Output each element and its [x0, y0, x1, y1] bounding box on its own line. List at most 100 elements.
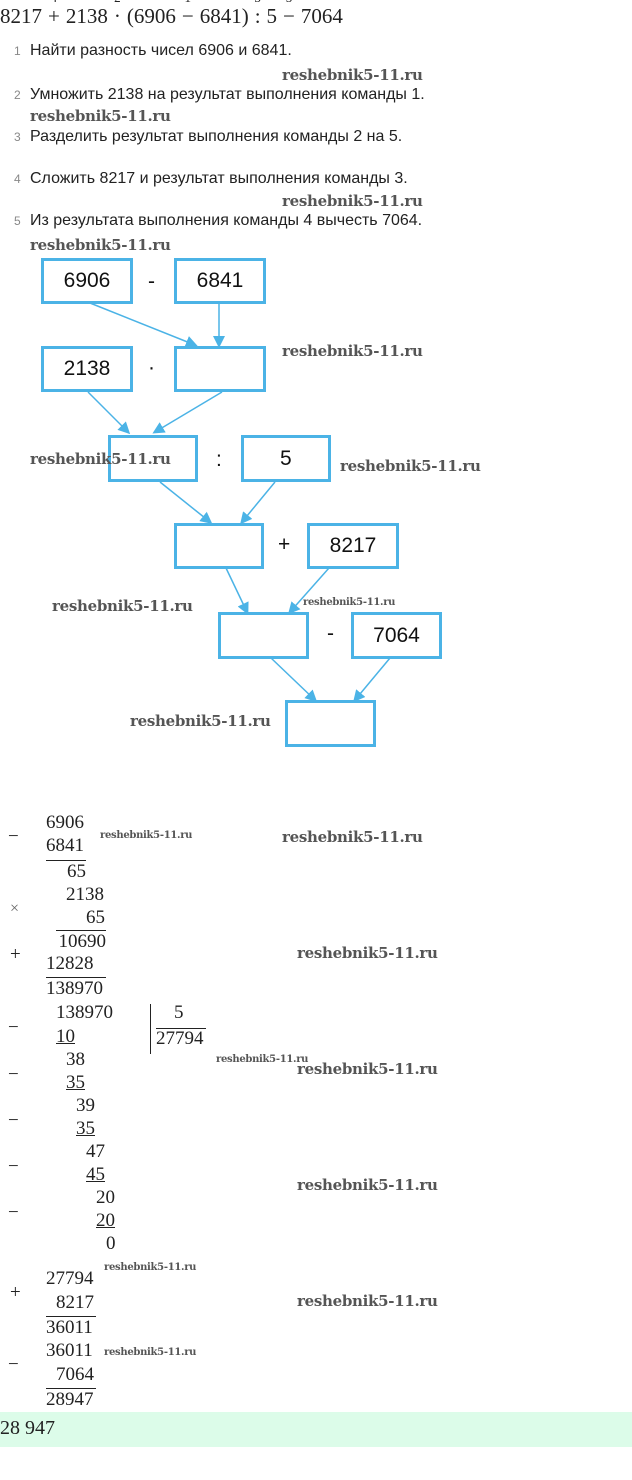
watermark: reshebnik5-11.ru: [30, 107, 171, 125]
answer-value: 28 947: [0, 1417, 55, 1439]
watermark: reshebnik5-11.ru: [30, 236, 171, 254]
diagram-box: 6841: [174, 258, 266, 304]
arrow: [159, 481, 213, 524]
diagram-box: [174, 523, 264, 569]
term: 6841): [199, 4, 249, 28]
watermark: reshebnik5-11.ru: [282, 66, 423, 84]
watermark: reshebnik5-11.ru: [282, 192, 423, 210]
division-bar: [150, 1004, 151, 1054]
operator: 4+: [48, 0, 60, 28]
multiply-sign: ×: [10, 900, 20, 917]
minus-sign: -: [327, 622, 334, 645]
calc-value: 36011: [46, 1340, 93, 1361]
minus-sign: −: [8, 1354, 19, 1375]
diagram-box: [218, 612, 309, 659]
plus-sign: +: [278, 533, 291, 556]
watermark: reshebnik5-11.ru: [303, 597, 396, 608]
calc-value: 138970: [56, 1002, 113, 1023]
calc-value: 10: [56, 1026, 75, 1047]
operator: 5−: [283, 0, 295, 28]
calc-result: 36011: [46, 1316, 96, 1339]
minus-sign: −: [8, 1017, 19, 1038]
watermark: reshebnik5-11.ru: [297, 944, 438, 962]
diagram-box: [285, 700, 376, 747]
quotient-line: [156, 1028, 206, 1029]
operator: 1−: [181, 0, 194, 28]
calc-remainder: 0: [106, 1233, 116, 1254]
diagram-box: 6906: [41, 258, 133, 304]
watermark: reshebnik5-11.ru: [30, 450, 171, 468]
minus-sign: −: [8, 1064, 19, 1085]
diagram-box: [174, 346, 266, 392]
calc-value: 20: [96, 1210, 115, 1231]
calc-value: 8217: [56, 1292, 94, 1313]
arrow: [87, 391, 131, 435]
calc-result: 138970: [46, 977, 106, 1000]
calc-value: 35: [76, 1118, 95, 1139]
watermark: reshebnik5-11.ru: [130, 712, 271, 730]
minus-sign: −: [8, 1156, 19, 1177]
watermark: reshebnik5-11.ru: [297, 1060, 438, 1078]
multiply-sign: ·: [148, 356, 155, 379]
term: 7064: [300, 4, 343, 28]
plus-sign: +: [10, 1282, 21, 1303]
calc-value: 35: [66, 1072, 85, 1093]
term: 8217: [0, 4, 42, 28]
operator: 3:: [254, 0, 261, 28]
calc-value: 20: [96, 1187, 115, 1208]
diagram-box: [108, 435, 198, 482]
plus-sign: +: [10, 944, 21, 965]
calc-value: 10690: [56, 930, 106, 953]
divide-sign: :: [216, 448, 222, 471]
arrow: [353, 657, 391, 703]
watermark: reshebnik5-11.ru: [104, 1262, 197, 1273]
arrow: [152, 391, 223, 434]
watermark: reshebnik5-11.ru: [216, 1054, 309, 1065]
arrow: [270, 657, 318, 703]
arrow: [225, 567, 249, 615]
calc-result: 65: [46, 860, 86, 883]
answer-box: 28 947: [0, 1412, 632, 1447]
minus-sign: −: [8, 1110, 19, 1131]
arrow: [89, 302, 198, 348]
calc-result: 28947: [46, 1388, 96, 1411]
watermark: reshebnik5-11.ru: [104, 1347, 197, 1358]
calc-value: 2138: [66, 884, 104, 905]
term: 2138: [65, 4, 108, 28]
operator: 2·: [113, 0, 121, 28]
term: (6906: [126, 4, 176, 28]
expression: 82174+21382·(69061−6841)3:55−7064: [0, 0, 343, 29]
arrow: [288, 567, 330, 615]
watermark: reshebnik5-11.ru: [340, 457, 481, 475]
calc-value: 65: [86, 907, 105, 928]
quotient: 27794: [156, 1028, 204, 1049]
watermark: reshebnik5-11.ru: [100, 830, 193, 841]
minus-sign: -: [148, 270, 155, 293]
diagram-box: 2138: [41, 346, 133, 392]
calc-value: 39: [76, 1095, 95, 1116]
watermark: reshebnik5-11.ru: [297, 1292, 438, 1310]
diagram-box: 5: [241, 435, 331, 482]
calc-value: 47: [86, 1141, 105, 1162]
divisor: 5: [174, 1002, 184, 1023]
calc-value: 38: [66, 1049, 85, 1070]
calc-value: 6906: [46, 812, 84, 833]
calc-value: 6841: [46, 835, 84, 856]
calc-value: 45: [86, 1164, 105, 1185]
arrow: [240, 481, 276, 525]
minus-sign: −: [8, 826, 19, 847]
term: 5: [266, 4, 278, 28]
diagram-box: 7064: [351, 612, 442, 659]
watermark: reshebnik5-11.ru: [52, 597, 193, 615]
diagram-arrows: [87, 302, 391, 703]
watermark: reshebnik5-11.ru: [282, 342, 423, 360]
minus-sign: −: [8, 1202, 19, 1223]
watermark: reshebnik5-11.ru: [297, 1176, 438, 1194]
calc-value: 7064: [56, 1364, 94, 1385]
watermark: reshebnik5-11.ru: [282, 828, 423, 846]
